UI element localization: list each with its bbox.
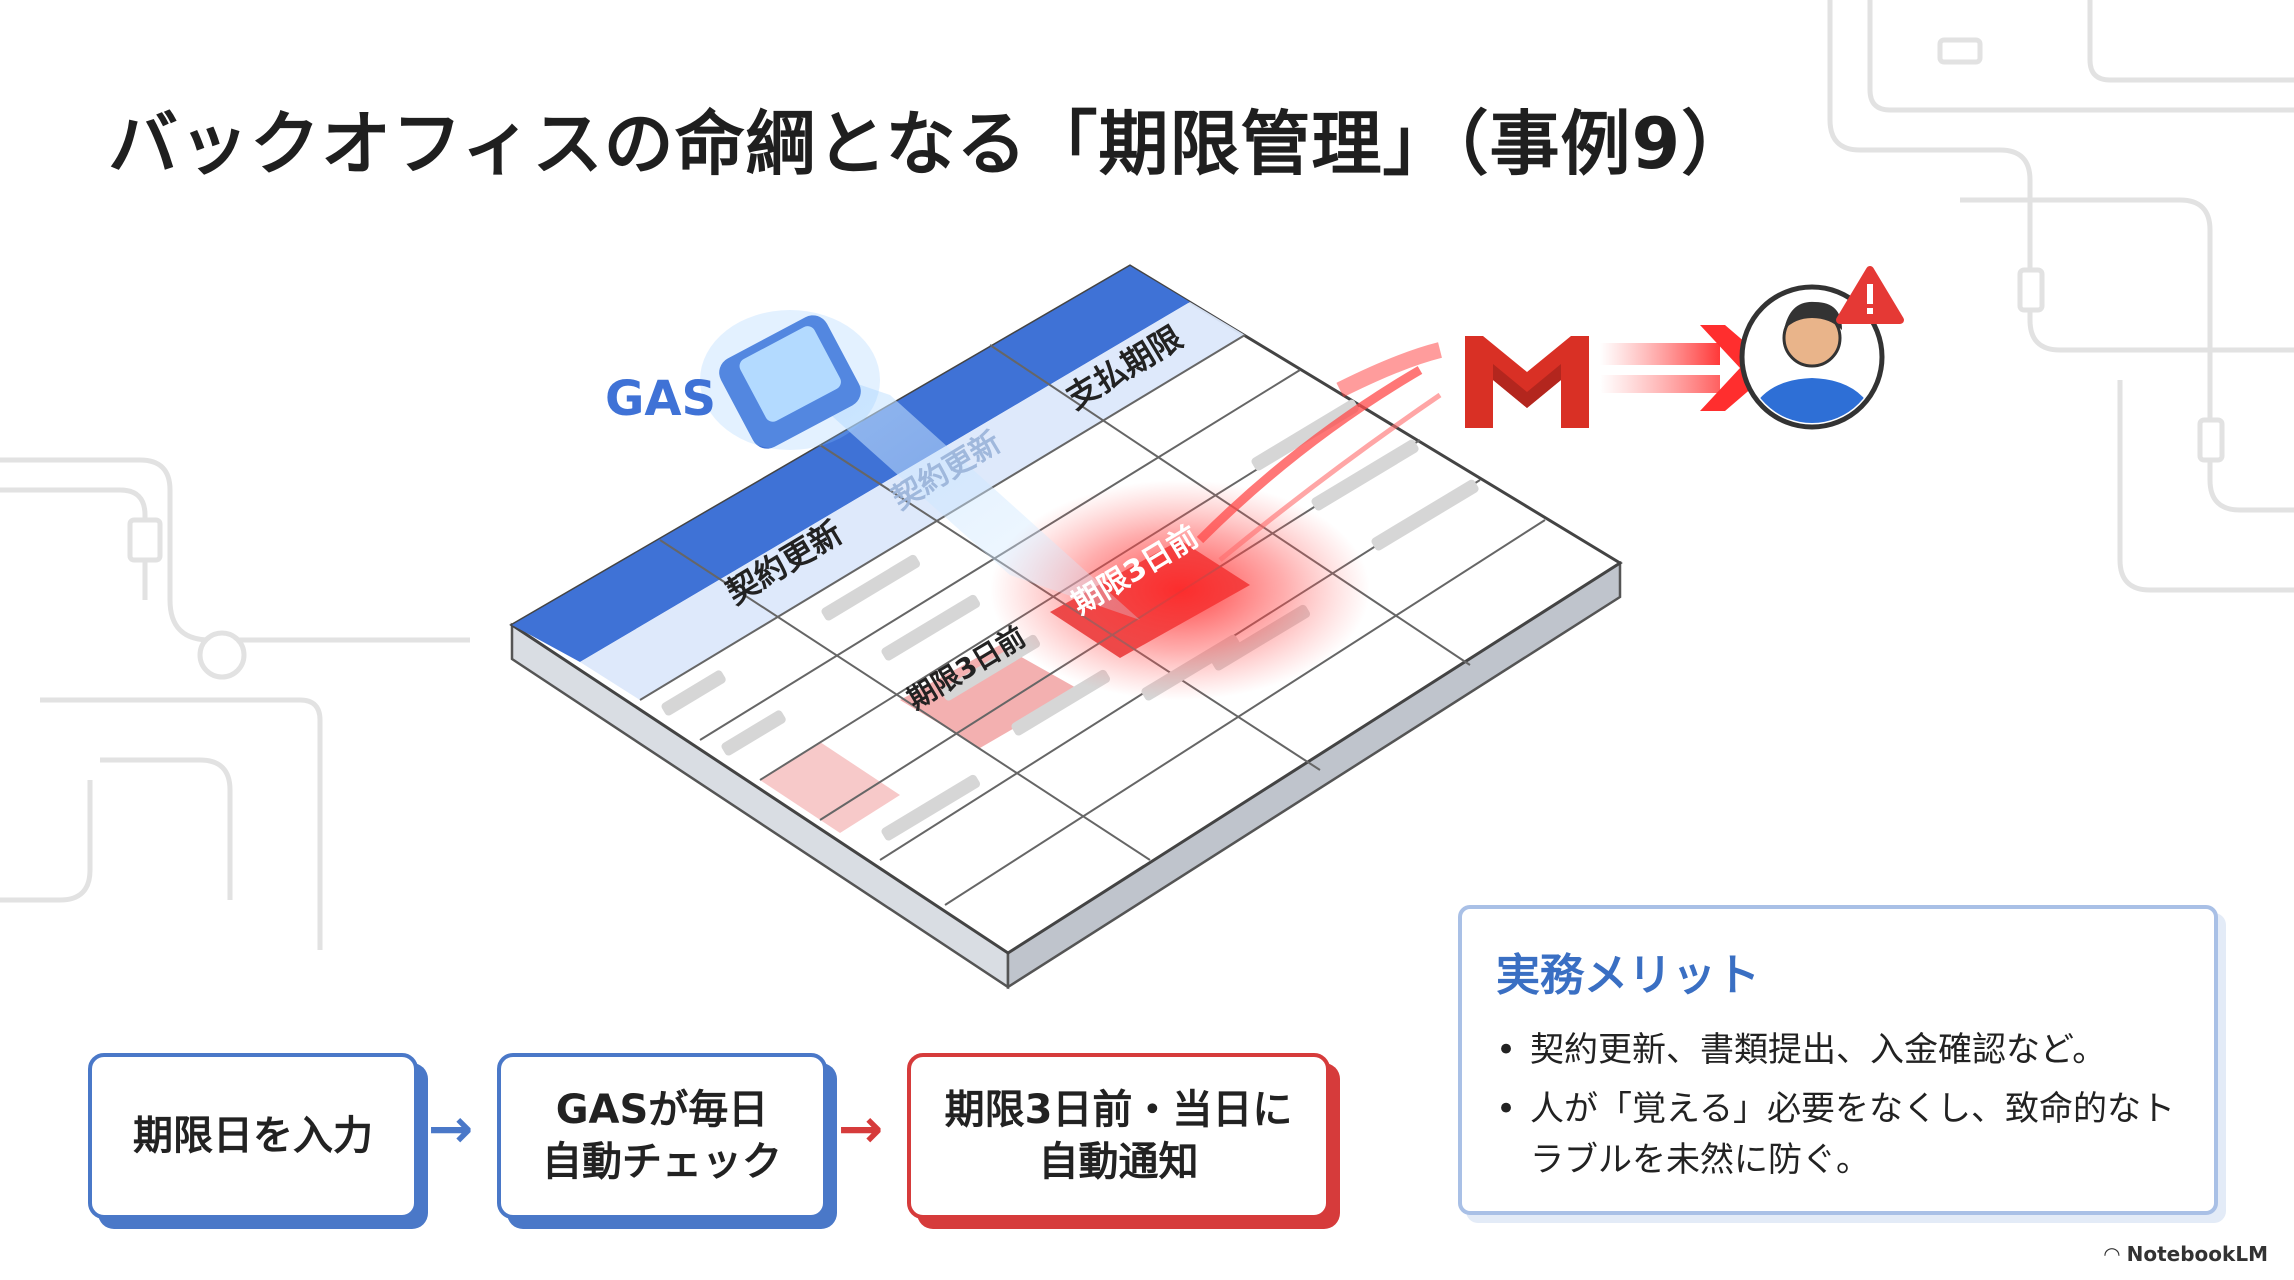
page-title: バックオフィスの命綱となる「期限管理」（事例9） [108,103,1753,185]
flow-step-input-line1: 期限日を入力 [133,1113,373,1159]
merit-title: 実務メリット [1496,950,1760,1001]
merit-item: 人が「覚える」必要をなくし、致命的なトラブルを未然に防ぐ。 [1496,1084,2180,1186]
flow-arrow-1: → [428,1097,474,1160]
flow-arrow-2: → [838,1097,884,1160]
flow-step-check-line1: GASが毎日 [555,1087,769,1133]
footer-brand-text: NotebookLM [2126,1242,2268,1266]
flow-step-input: 期限日を入力 [88,1053,418,1219]
merit-panel: 実務メリット 契約更新、書類提出、入金確認など。 人が「覚える」必要をなくし、致… [1458,905,2218,1215]
flow-step-notify-line2: 自動通知 [1038,1139,1199,1185]
flow-step-check-line2: 自動チェック [542,1139,782,1185]
notebooklm-logo-icon: ◠ [2104,1242,2127,1266]
gmail-icon [1465,336,1589,428]
warning-badge-icon [1836,266,1904,324]
merit-item: 契約更新、書類提出、入金確認など。 [1496,1025,2180,1076]
flow-step-notify: 期限3日前・当日に 自動通知 [907,1053,1330,1219]
footer-brand: ◠ NotebookLM [2104,1242,2268,1266]
gas-device [700,310,1140,620]
flow-step-check: GASが毎日 自動チェック [497,1053,827,1219]
flow-step-notify-line1: 期限3日前・当日に [944,1087,1293,1133]
merit-list: 契約更新、書類提出、入金確認など。 人が「覚える」必要をなくし、致命的なトラブル… [1496,1025,2180,1186]
red-glow-effects [990,342,1442,700]
gas-label: GAS [605,371,716,427]
